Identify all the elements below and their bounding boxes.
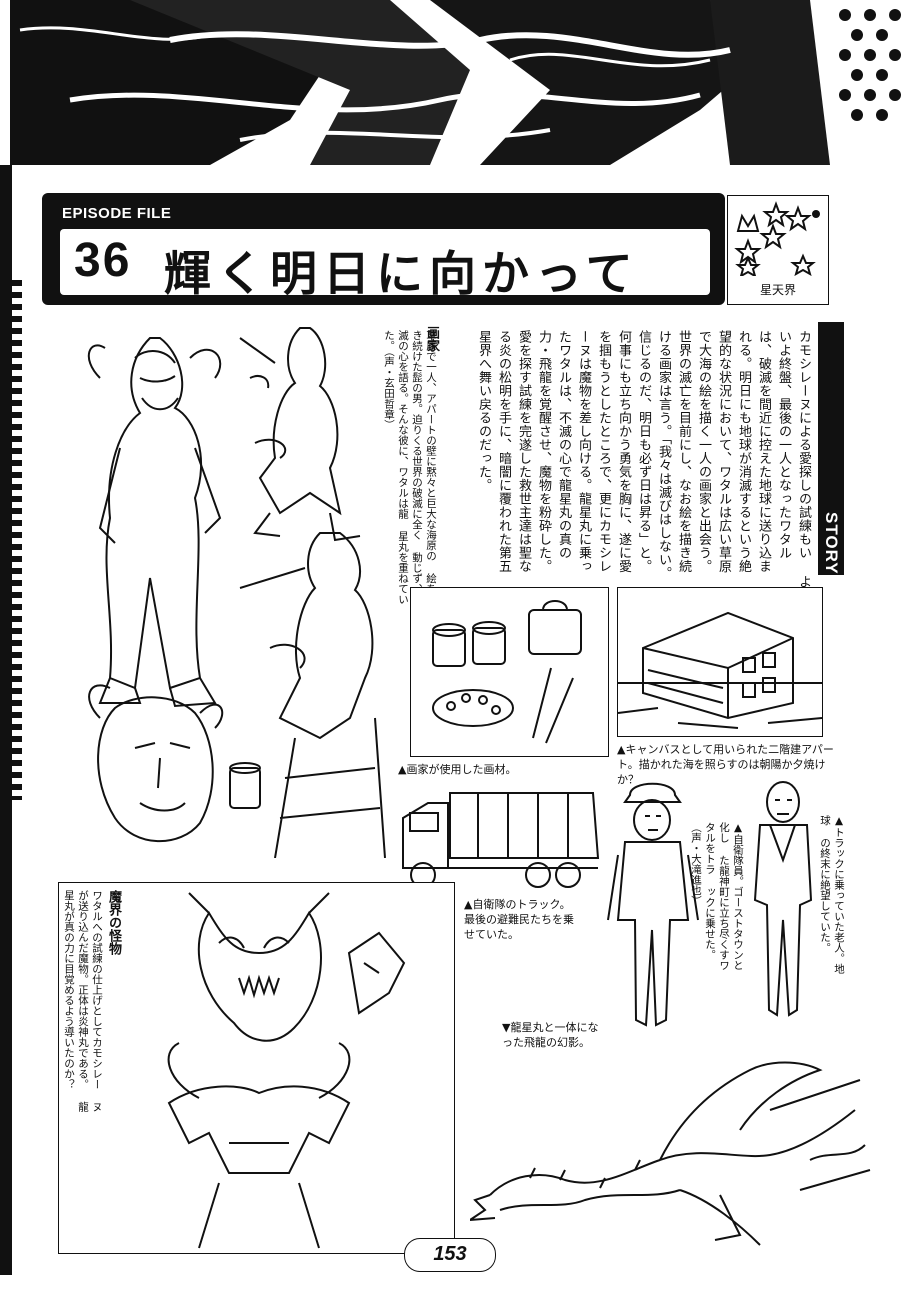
story-col-9: 信じるのだ、明日も必ず日は昇る」と。: [636, 330, 651, 573]
story-col-17: 星界へ舞い戻るのだった。: [476, 330, 491, 492]
manga-artwork: [10, 0, 905, 165]
monster-col-2: ヌが送り込んだ魔物。正体は炎神丸である。: [77, 890, 103, 1112]
story-col-15: 愛を探す試練を完遂した救世主達は聖な: [516, 330, 531, 573]
painter-col-4: 星丸を重ねていた。（声・玄田哲章）: [383, 330, 409, 605]
truck-caption: ▲自衛隊のトラック。 最後の避難民たちを乗 せていた。: [464, 897, 574, 942]
world-icon-box: 星天界: [727, 195, 829, 305]
episode-header: EPISODE FILE 36 輝く明日に向かって: [42, 193, 725, 305]
painter-heading-box: 画家: [420, 326, 442, 360]
story-col-8: ける画家は言う。「我々は滅びはしない。: [656, 330, 671, 580]
monster-heading: 魔界の怪物: [106, 890, 121, 955]
story-col-7: 世界の滅亡を目前にし、なお絵を描き続: [676, 330, 691, 573]
painter-col-1: 草原で一人、アパートの壁に黙々と巨大な海原の: [425, 330, 437, 561]
story-col-5: 望的な状況において、ワタルは広い草原: [716, 330, 731, 573]
soldier-illustration: [600, 780, 710, 1030]
painter-heading: 画家: [424, 326, 439, 352]
episode-file-label: EPISODE FILE: [62, 205, 172, 222]
apartment-caption-line2: ト。描かれた海を照らすのは朝陽か夕焼けか？: [617, 758, 826, 786]
dragon-caption-line1: ▼龍星丸と一体にな: [502, 1021, 599, 1034]
apartment-art: [617, 611, 823, 729]
monster-text: ワタルへの試練の仕上げとしてカモシレー ヌが送り込んだ魔物。正体は炎神丸である。…: [62, 890, 104, 1115]
story-label: STORY: [818, 322, 844, 575]
episode-title-box: 36 輝く明日に向かって: [60, 229, 710, 302]
dragon-caption: ▼龍星丸と一体にな った飛龍の幻影。: [502, 1020, 598, 1050]
left-border-strip: [0, 165, 12, 1275]
truck-art: [402, 792, 600, 888]
story-col-11: を掴もうとしたところで、更にカモシレ: [596, 330, 611, 573]
truck-caption-line3: せていた。: [464, 928, 519, 941]
page-number-badge: 153: [404, 1238, 496, 1272]
painter-figure-art: [87, 327, 386, 859]
old-man-col-1: ▲トラックに乗っていた老人。地球: [819, 815, 845, 974]
old-man-col-2: の終末に絶望していた。: [819, 837, 831, 954]
monster-col-1: ワタルへの試練の仕上げとしてカモシレー: [91, 890, 103, 1090]
dragon-caption-line2: った飛龍の幻影。: [502, 1036, 590, 1049]
monster-panel: [58, 882, 455, 1254]
episode-number: 36: [74, 234, 132, 287]
star-cluster-icon: [734, 201, 820, 279]
story-col-14: 力・飛龍を覚醒させ、魔物を粉砕した。: [536, 330, 551, 573]
apartment-panel: [617, 587, 823, 737]
story-col-6: で大海の絵を描く一人の画家と出会う。: [696, 330, 711, 573]
page-number: 153: [433, 1243, 467, 1265]
dragon-art: [466, 1061, 871, 1246]
monster-art: [167, 892, 406, 1249]
paint-tools-panel: [410, 587, 609, 757]
apartment-caption: ▲キャンバスとして用いられた二階建アパー ト。描かれた海を照らすのは朝陽か夕焼け…: [617, 742, 847, 787]
story-col-3: は、破滅を間近に控えた地球に送り込ま: [756, 330, 771, 573]
paint-tools-art: [432, 600, 582, 744]
story-text: カモシレーヌによる愛探しの試練もい よいよ終盤、最後の一人となったワタル は、破…: [460, 330, 813, 595]
monster-col-3: 龍星丸が真の力に目覚めるよう導いたのか？: [63, 890, 89, 1112]
paint-tools-caption: ▲画家が使用した画材。: [398, 763, 517, 776]
episode-title: 輝く明日に向かって: [164, 247, 639, 302]
world-name: 星天界: [759, 283, 796, 297]
story-col-10: 何事にも立ち向かう勇気を胸に、遂に愛: [616, 330, 631, 573]
truck-caption-line2: 最後の避難民たちを乗: [464, 913, 574, 926]
old-man-caption: ▲トラックに乗っていた老人。地球 の終末に絶望していた。: [814, 815, 846, 975]
story-col-4: れる。明日にも地球が消滅するという絶: [736, 330, 751, 573]
soldier-col-2: た龍神町に立ち尽くすワタルをトラ: [704, 822, 730, 971]
old-man-illustration: [745, 780, 820, 1030]
soldier-art: [607, 782, 699, 1027]
soldier-col-1: ▲自衛隊員。ゴーストタウンと化し: [718, 822, 744, 971]
story-col-12: ーヌは魔物を差し向ける。龍星丸に乗っ: [576, 330, 591, 573]
story-col-16: る炎の松明を手に、暗闇に覆われた第五: [496, 330, 511, 573]
top-manga-banner: [10, 0, 905, 165]
story-col-1: カモシレーヌによる愛探しの試練もい: [796, 330, 811, 560]
painter-illustrations: [80, 318, 410, 859]
dragon-illustration: [466, 1050, 890, 1255]
soldier-col-3: ックに乗せた。（声・大滝進也）: [690, 822, 716, 960]
story-col-13: たワタルは、不滅の心で龍星丸の真の: [556, 330, 571, 560]
left-scalloped-edge: [12, 280, 22, 800]
soldier-caption: ▲自衛隊員。ゴーストタウンと化し た龍神町に立ち尽くすワタルをトラ ックに乗せた…: [690, 822, 745, 972]
truck-caption-line1: ▲自衛隊のトラック。: [464, 898, 571, 911]
truck-illustration: [398, 783, 603, 895]
old-man-art: [753, 781, 813, 1017]
story-col-2: よいよ終盤、最後の一人となったワタル: [776, 330, 811, 589]
apartment-caption-line1: ▲キャンバスとして用いられた二階建アパー: [617, 743, 834, 756]
